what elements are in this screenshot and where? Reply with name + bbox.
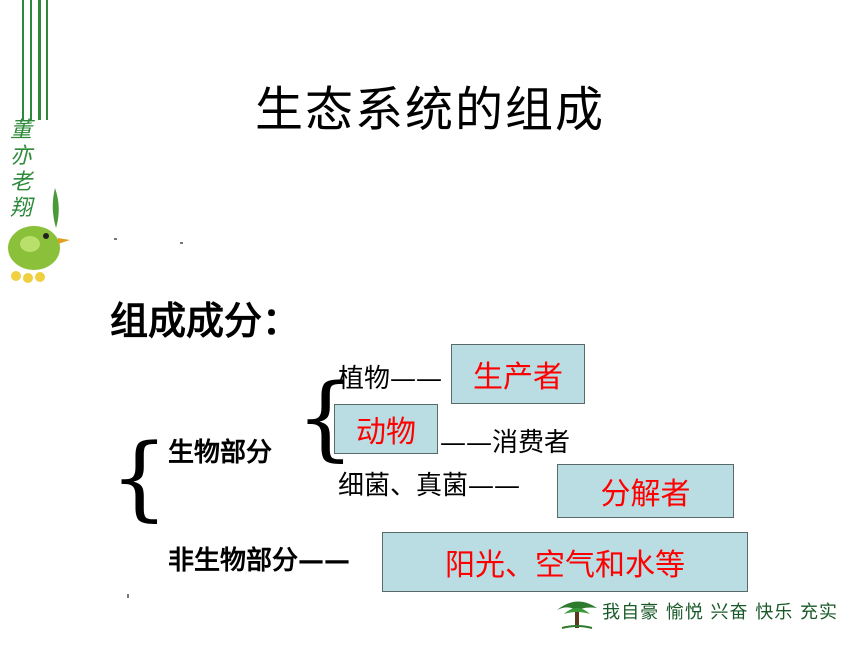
- stray-dot: [127, 594, 129, 598]
- producer-box: 生产者: [451, 344, 585, 404]
- consumer-label: ——消费者: [440, 428, 571, 458]
- side-logo-text: 董亦老翔: [10, 118, 33, 221]
- bird-decoration: [0, 178, 80, 288]
- abiotic-box: 阳光、空气和水等: [382, 532, 748, 592]
- slide-title: 生态系统的组成: [254, 82, 605, 138]
- plants-label: 植物——: [338, 364, 443, 394]
- producer-text: 生产者: [473, 360, 563, 395]
- decomposer-text: 分解者: [600, 477, 691, 512]
- footer-slogan: 我自豪 愉悦 兴奋 快乐 充实: [602, 602, 838, 623]
- microbes-label: 细菌、真菌——: [338, 471, 521, 501]
- stray-dot: [180, 242, 183, 244]
- components-heading: 组成成分：: [110, 299, 301, 343]
- animals-box: 动物: [334, 404, 438, 454]
- animals-text: 动物: [356, 415, 416, 450]
- abiotic-text: 阳光、空气和水等: [445, 548, 685, 583]
- decomposer-box: 分解者: [557, 464, 734, 518]
- tree-icon: [552, 592, 602, 632]
- abiotic-label: 非生物部分——: [168, 546, 351, 576]
- biotic-label: 生物部分: [168, 438, 273, 468]
- stray-dot: [114, 238, 117, 240]
- outer-brace: {: [110, 424, 169, 531]
